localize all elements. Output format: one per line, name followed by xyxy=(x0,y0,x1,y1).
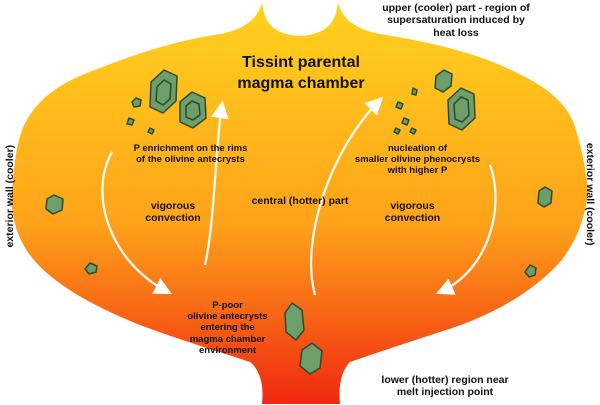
olivine-crystal xyxy=(411,87,418,96)
nucleation-label: nucleation of smaller olivine phenocryst… xyxy=(354,143,481,177)
convection-arrow-left-down xyxy=(101,151,172,295)
olivine-crystal xyxy=(284,302,305,341)
olivine-crystal xyxy=(126,117,135,126)
convection-arrow-right-down xyxy=(435,164,497,295)
central-part-label: central (hotter) part xyxy=(251,195,349,207)
olivine-crystal xyxy=(131,97,142,108)
olivine-crystal xyxy=(84,262,98,275)
olivine-crystal-inner xyxy=(453,96,470,123)
olivine-crystal xyxy=(299,342,323,375)
vigorous-convection-left-label: vigorous convection xyxy=(145,200,201,225)
diagram-title: Tissint parental magma chamber xyxy=(237,54,365,92)
olivine-crystal xyxy=(393,127,401,135)
olivine-crystal xyxy=(524,264,537,278)
upper-region-label: upper (cooler) part - region of supersat… xyxy=(382,2,530,39)
p-enrichment-label: P enrichment on the rims of the olivine … xyxy=(133,143,248,166)
exterior-wall-right-label: exterior wall (cooler) xyxy=(584,142,597,246)
olivine-crystal xyxy=(395,101,404,110)
olivine-crystal xyxy=(179,91,207,129)
olivine-crystal xyxy=(537,186,553,208)
olivine-crystal xyxy=(147,127,155,135)
olivine-crystal xyxy=(409,127,417,135)
convection-arrow-right-up xyxy=(310,96,384,296)
lower-region-label: lower (hotter) region near melt injectio… xyxy=(381,374,509,399)
olivine-crystal xyxy=(45,194,64,215)
exterior-wall-left-label: exterior wall (cooler) xyxy=(3,144,16,248)
convection-arrow-left-up xyxy=(203,100,229,266)
olivine-crystals xyxy=(45,69,553,375)
olivine-crystal-inner xyxy=(185,100,201,121)
olivine-crystal xyxy=(401,117,410,126)
p-poor-label: P-poor olivine antecrysts entering the m… xyxy=(187,300,268,356)
olivine-crystal-inner xyxy=(155,79,172,106)
vigorous-convection-right-label: vigorous convection xyxy=(384,200,441,225)
olivine-crystal xyxy=(434,69,453,93)
